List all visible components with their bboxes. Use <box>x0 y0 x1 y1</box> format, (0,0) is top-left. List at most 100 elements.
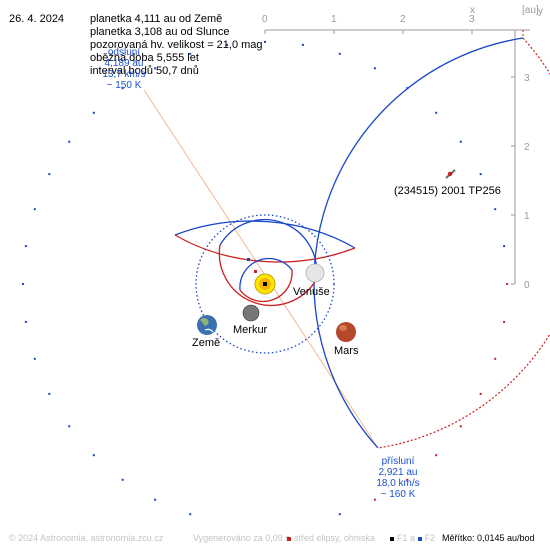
footer-scale: Měřítko: 0,0145 au/bod <box>442 533 535 543</box>
venus-label: Venuše <box>293 286 330 298</box>
top-tick-3: 3 <box>469 14 475 25</box>
sun-icon <box>254 273 276 295</box>
info-magnitude: pozorovaná hv. velikost = 21,0 mag <box>90 39 263 51</box>
orbit-dot <box>373 67 376 70</box>
perihelion-distance: 2,921 au <box>378 467 418 478</box>
venus-icon <box>305 263 325 283</box>
perihelion-title: přísluní <box>381 456 415 467</box>
info-distance-earth: planetka 4,111 au od Země <box>90 13 223 25</box>
ellipse-center-swatch <box>287 536 291 541</box>
venus-orbit-back <box>218 244 317 307</box>
aphelion-label: odsluní 4,189 au 13,7 km/s ~ 150 K <box>96 47 152 91</box>
orbit-dot <box>68 425 71 428</box>
orbit-dot <box>459 425 462 428</box>
perihelion-temperature: ~ 160 K <box>380 489 416 500</box>
mercury-orbit-front <box>239 257 293 291</box>
info-period: oběžná doba 5,555 let <box>90 52 199 64</box>
orbit-dot <box>406 478 409 481</box>
orbit-dot <box>92 111 95 114</box>
object-name-label: (234515) 2001 TP256 <box>394 185 501 197</box>
aphelion-title: odsluní <box>107 47 141 58</box>
orbit-dot <box>33 357 36 360</box>
aphelion-distance: 4,189 au <box>104 58 144 69</box>
orbit-dot <box>154 498 157 501</box>
earth-icon <box>197 315 217 335</box>
right-tick-2: 2 <box>524 142 530 153</box>
mars-label: Mars <box>334 345 359 357</box>
orbit-dot <box>373 498 376 501</box>
apsis-line <box>143 89 379 449</box>
f1-text: F1 <box>397 533 408 543</box>
f1-swatch <box>390 536 394 541</box>
ellipse-center-marker <box>254 270 257 273</box>
orbit-dot <box>48 173 51 176</box>
orbit-dot <box>48 392 51 395</box>
orbit-dot <box>494 357 497 360</box>
orbit-dot <box>92 454 95 457</box>
right-axis: 3 2 1 0 y <box>511 6 543 291</box>
asteroid-orbit-front <box>313 37 524 449</box>
mercury-orbit-back <box>239 269 293 303</box>
axis-unit-label: [au] <box>522 5 539 16</box>
orbit-dot <box>479 392 482 395</box>
footer-ellipse-center: střed elipsy, ohniska <box>287 533 375 544</box>
orbit-dot <box>301 43 304 46</box>
orbit-dot <box>189 52 192 55</box>
right-tick-3: 3 <box>524 73 530 84</box>
orbit-dot <box>154 67 157 70</box>
orbit-position-dots <box>21 40 509 516</box>
perihelion-label: přísluní 2,921 au 18,0 km/s ~ 160 K <box>370 456 426 500</box>
orbit-dot <box>121 87 124 90</box>
venus-orbit-front <box>219 218 318 281</box>
footer-copyright: © 2024 Astronomia, astronomia.zcu.cz <box>9 533 164 543</box>
orbit-dot <box>68 140 71 143</box>
earth-orbit <box>195 214 335 354</box>
orbit-dot <box>435 454 438 457</box>
orbit-dot <box>24 320 27 323</box>
orbit-dot <box>503 245 506 248</box>
orbit-dot <box>338 513 341 516</box>
y-axis-label: y <box>538 6 543 17</box>
orbit-dot <box>494 208 497 211</box>
orbit-dot <box>435 111 438 114</box>
f2-swatch <box>417 536 422 541</box>
info-distance-sun: planetka 3,108 au od Slunce <box>90 26 230 38</box>
orbit-dot <box>226 43 229 46</box>
footer-ellipse-center-text: střed elipsy, ohniska <box>294 533 375 543</box>
orbit-dot <box>21 283 24 285</box>
asteroid-marker <box>445 169 456 179</box>
info-interval: interval bodů 50,7 dnů <box>90 65 199 77</box>
aphelion-temperature: ~ 150 K <box>106 80 142 91</box>
orbit-dot <box>479 173 482 176</box>
footer-foci: F1 a F2 <box>390 533 435 544</box>
orbit-dot <box>24 245 27 248</box>
right-tick-1: 1 <box>524 211 530 222</box>
orbit-dot <box>121 478 124 481</box>
orbit-dot <box>406 87 409 90</box>
footer-generated: Vygenerováno za 0,09 s <box>193 533 290 543</box>
date-label: 26. 4. 2024 <box>9 13 65 25</box>
x-axis-label: x <box>470 5 475 16</box>
top-tick-0: 0 <box>262 14 268 25</box>
f2-text: F2 <box>424 533 436 543</box>
top-tick-1: 1 <box>331 14 337 25</box>
mars-icon <box>336 322 356 342</box>
orbit-dot <box>338 52 341 55</box>
earth-label: Země <box>192 337 220 349</box>
right-tick-0: 0 <box>524 280 530 291</box>
mars-orbit-back <box>174 234 356 263</box>
asteroid-orbit-back <box>377 37 550 449</box>
aphelion-speed: 13,7 km/s <box>102 69 146 80</box>
mercury-label: Merkur <box>233 324 268 336</box>
mars-orbit-front <box>174 220 356 249</box>
foci-separator: a <box>410 533 416 543</box>
focus-f2-marker <box>247 258 250 261</box>
top-axis: 0 1 2 3 x [au] <box>262 5 539 34</box>
orbit-dot <box>264 40 266 43</box>
orbit-dot <box>503 320 506 323</box>
orbit-dot <box>33 208 36 211</box>
orbit-dot <box>189 513 192 516</box>
mercury-icon <box>242 304 260 322</box>
perihelion-speed: 18,0 km/s <box>376 478 420 489</box>
